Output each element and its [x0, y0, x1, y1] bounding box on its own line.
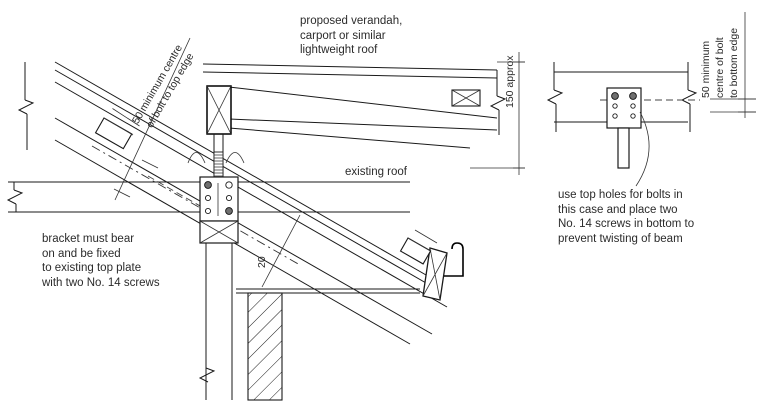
bolt-head	[204, 181, 212, 189]
bolt-hole	[630, 103, 636, 109]
label-right-detail-note: use top holes for bolts in this case and…	[558, 189, 695, 245]
flashing-hump-left	[187, 152, 206, 164]
bolt-head	[225, 207, 233, 215]
right-elevation-detail	[548, 12, 756, 187]
roof-sheeting-under-line	[55, 70, 440, 291]
bolt-hole	[225, 181, 233, 189]
section-cross-verandah-beam-right	[451, 89, 481, 107]
leader-20	[261, 214, 301, 288]
roof-batten-line	[55, 82, 447, 307]
eaves-fascia-gutter	[399, 229, 464, 301]
bolt-hole	[630, 113, 636, 119]
proposed-verandah-roof	[203, 64, 505, 148]
detail-break-left	[548, 62, 562, 132]
detail-post-stub	[617, 127, 630, 169]
verandah-beam-top	[229, 87, 497, 118]
rafter-top-face	[55, 118, 432, 334]
section-cross-rafter-eaves	[399, 229, 438, 265]
label-bolt-bottom-edge-line1: 50 minimum	[700, 40, 712, 98]
dim-tick-bolt-top-a	[141, 159, 159, 169]
fascia-board	[422, 247, 448, 301]
break-symbol-lower-left	[8, 182, 22, 212]
roof-sheeting-top-line	[55, 62, 440, 283]
dimension-150-approx	[470, 52, 525, 175]
label-bolt-bottom-edge-line2: centre of bolt	[714, 37, 726, 98]
verandah-sheet-top	[203, 64, 497, 70]
post-top-cross	[206, 85, 232, 135]
bolt-hole	[204, 194, 212, 202]
leader-line-member-20	[261, 214, 301, 288]
label-member-20: 20	[256, 256, 268, 268]
verandah-beam-bottom	[229, 128, 470, 148]
rafter-centreline	[91, 145, 301, 266]
post-bracket-connection	[187, 85, 245, 400]
break-symbol-upper-left	[19, 62, 33, 150]
label-existing-roof: existing roof	[345, 166, 408, 178]
bolt-hole	[225, 194, 233, 202]
rafter-section-cross-left	[94, 108, 140, 150]
label-proposed-roof: proposed verandah, carport or similar li…	[300, 15, 403, 57]
bolt-head	[611, 92, 619, 100]
label-bolt-bottom-edge-line3: to bottom edge	[728, 27, 740, 98]
threaded-rod	[213, 151, 224, 178]
label-150-approx: 150 approx	[504, 55, 516, 108]
flashing-hump-right	[225, 152, 245, 164]
break-symbol-verandah-right	[491, 70, 505, 135]
label-bracket-note: bracket must bear on and be fixed to exi…	[42, 233, 160, 289]
bolt-hole	[204, 207, 212, 215]
dim-leader-bolt-top	[114, 37, 191, 201]
detail-note-leader	[635, 111, 650, 187]
masonry-wall-hatch	[247, 292, 283, 401]
dim-tick-bolt-top-b	[113, 188, 131, 198]
break-symbol-post	[200, 368, 214, 382]
gutter-profile	[444, 242, 464, 277]
wall-section	[236, 289, 420, 401]
verandah-beam-mid	[229, 119, 497, 130]
dimension-bolt-top-edge-leader	[113, 37, 191, 201]
bolt-hole	[612, 103, 618, 109]
bolt-hole	[612, 113, 618, 119]
top-plate-section	[199, 220, 239, 244]
verandah-sheet-bottom	[203, 72, 497, 78]
detail-break-right	[682, 62, 696, 132]
bolt-head	[629, 92, 637, 100]
